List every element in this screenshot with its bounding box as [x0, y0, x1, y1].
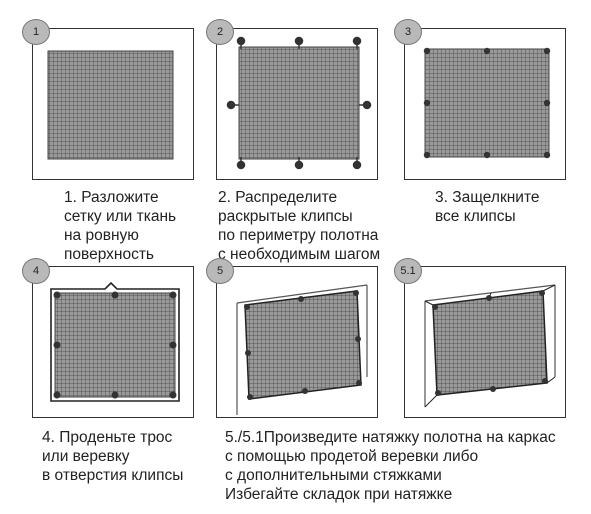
step-1-caption: 1. Разложите сетку или ткань на ровную п…: [64, 188, 176, 264]
caption-line: в отверстия клипсы: [42, 467, 184, 484]
step-5-badge: 5: [206, 258, 234, 284]
step-4-panel: [32, 266, 194, 418]
caption-line: Избегайте складок при натяжке: [225, 486, 453, 503]
step-1-badge: 1: [22, 19, 50, 45]
caption-line: все клипсы: [435, 208, 516, 225]
step-5-1-panel: [404, 266, 566, 418]
step-2-panel: [216, 28, 378, 180]
step-2-badge: 2: [206, 19, 234, 45]
mesh-tensioned-on-frame-illustration: [236, 284, 368, 415]
mesh-tensioned-with-ties-illustration: [424, 284, 556, 408]
step-3-badge: 3: [394, 19, 422, 45]
caption-line: с необходимым шагом: [218, 246, 381, 263]
mesh-with-closed-clips-illustration: [423, 47, 551, 159]
caption-line: по периметру полотна: [218, 227, 379, 244]
step-4-caption: 4. Проденьте трос или веревку в отверсти…: [42, 428, 183, 485]
caption-line: поверхность: [64, 246, 154, 263]
step-5-caption: 5./5.1Произведите натяжку полотна на кар…: [225, 428, 556, 504]
caption-line: 5./5.1Произведите натяжку полотна на кар…: [225, 429, 556, 446]
caption-line: с помощью продетой веревки либо: [225, 448, 479, 465]
caption-line: или веревку: [42, 448, 130, 465]
mesh-with-threaded-rope-illustration: [50, 281, 180, 402]
mesh-with-open-clips-illustration: [226, 36, 372, 170]
step-3-panel: [404, 28, 566, 180]
caption-line: 2. Распределите: [218, 189, 338, 206]
caption-line: 4. Проденьте трос: [42, 429, 173, 446]
step-5-1-badge: 5.1: [394, 258, 422, 284]
caption-line: с дополнительными стяжками: [225, 467, 442, 484]
caption-line: 1. Разложите: [64, 189, 159, 206]
step-4-badge: 4: [22, 258, 50, 284]
mesh-sheet-illustration: [47, 50, 174, 160]
caption-line: 3. Защелкните: [435, 189, 540, 206]
caption-line: на ровную: [64, 227, 139, 244]
step-1-panel: [32, 28, 194, 180]
caption-line: сетку или ткань: [64, 208, 177, 225]
step-2-caption: 2. Распределите раскрытые клипсы по пери…: [218, 188, 380, 264]
step-5-panel: [216, 266, 378, 418]
caption-line: раскрытые клипсы: [218, 208, 353, 225]
step-3-caption: 3. Защелкните все клипсы: [435, 188, 540, 226]
